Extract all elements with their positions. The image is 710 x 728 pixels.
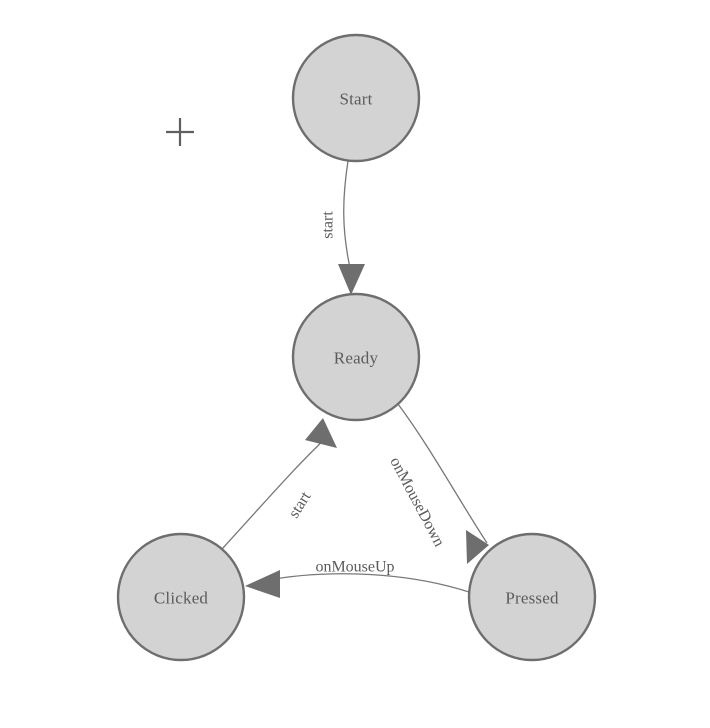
edge-label-start-to-ready: start — [320, 211, 337, 239]
edge-pressed-to-clicked-arrowhead — [245, 570, 280, 598]
edge-ready-to-pressed-path[interactable] — [397, 403, 488, 544]
node-start[interactable]: Start — [291, 33, 421, 163]
edge-start-to-ready-path[interactable] — [343, 160, 351, 269]
edge-ready-to-pressed-arrowhead — [466, 530, 489, 564]
edge-clicked-to-ready-arrowhead — [305, 418, 337, 448]
node-pressed[interactable]: Pressed — [467, 532, 597, 662]
edge-label-ready-to-pressed: onMouseDown — [386, 454, 447, 549]
edge-start-to-ready[interactable]: start — [320, 160, 366, 295]
node-pressed-circle[interactable] — [467, 532, 597, 662]
node-clicked-label: Clicked — [154, 589, 209, 608]
node-clicked[interactable]: Clicked — [116, 532, 246, 662]
plus-crosshair-icon — [166, 118, 194, 146]
edge-start-to-ready-arrowhead — [338, 264, 365, 295]
edge-pressed-to-clicked-path[interactable] — [262, 573, 470, 593]
node-start-circle[interactable] — [291, 33, 421, 163]
edge-label-pressed-to-clicked: onMouseUp — [315, 559, 394, 576]
edge-clicked-to-ready-path[interactable] — [221, 436, 328, 550]
node-pressed-label: Pressed — [505, 589, 559, 608]
edge-label-clicked-to-ready: start — [285, 488, 314, 521]
node-ready-circle[interactable] — [291, 292, 421, 422]
node-ready-label: Ready — [334, 349, 379, 368]
node-ready[interactable]: Ready — [291, 292, 421, 422]
edge-clicked-to-ready[interactable]: start — [221, 418, 337, 550]
node-clicked-circle[interactable] — [116, 532, 246, 662]
edge-ready-to-pressed[interactable]: onMouseDown — [386, 403, 489, 564]
node-start-label: Start — [339, 90, 372, 109]
edge-pressed-to-clicked[interactable]: onMouseUp — [245, 559, 470, 599]
